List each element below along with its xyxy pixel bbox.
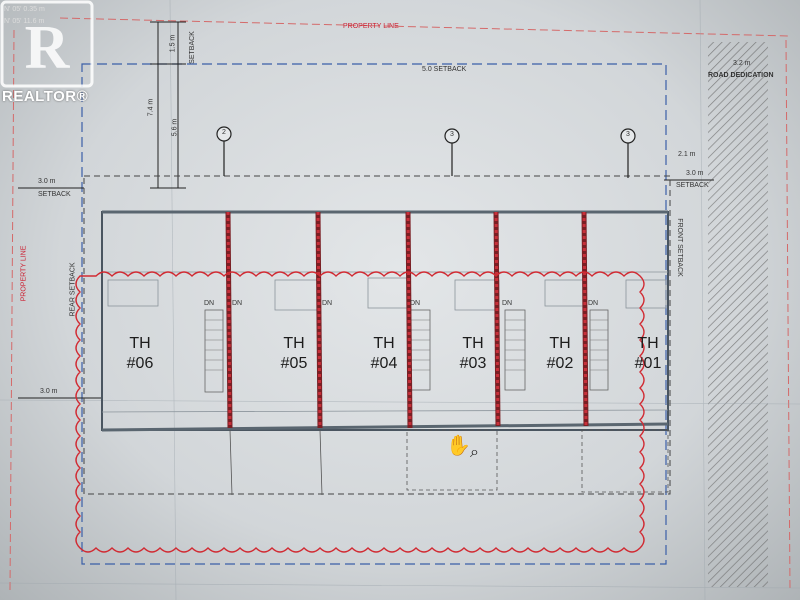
unit-number: #03 [459,355,487,372]
property-line-left-label: PROPERTY LINE [20,245,28,302]
unit-label-th03: TH #03 [443,334,503,374]
unit-prefix: TH [549,335,571,352]
unit-label-th02: TH #02 [530,334,590,374]
vertical-setback-a: 1.5 m [169,34,177,53]
interior-lines [101,271,669,413]
unit-number: #04 [370,355,398,372]
right-setback-word: SETBACK [676,182,709,189]
stair-label: DN [502,300,513,307]
unit-label-th05: TH #05 [264,334,324,374]
footprint-outline [83,175,671,495]
party-walls [225,211,589,429]
unit-number: #06 [126,355,154,372]
stair-label: DN [232,300,243,307]
unit-prefix: TH [129,335,151,352]
stair-treads [205,319,608,371]
right-setback-value: 3.0 m [686,170,704,177]
stair-label: DN [322,300,333,307]
stair-label: DN [204,300,215,307]
unit-prefix: TH [462,335,484,352]
property-line-top [59,17,791,37]
corner-note-1: N' 05' 0.35 m [4,6,45,13]
vertical-dimensions [150,21,186,189]
hand-grab-icon[interactable]: ✋ [446,435,471,457]
vertical-dim-c: 5.6 m [171,118,179,137]
stair-label: DN [410,300,421,307]
front-setback-label: FRONT SETBACK [675,218,683,277]
stair-label: DN [588,300,599,307]
unit-number: #01 [634,355,662,372]
road-dedication-label: ROAD DEDICATION [708,72,774,79]
unit-prefix: TH [373,335,395,352]
right-setback-small: 2.1 m [678,151,696,158]
unit-label-th04: TH #04 [354,334,414,374]
left-setback-value: 3.0 m [38,178,56,185]
revision-cloud [75,271,645,553]
realtor-wordmark: REALTOR® [2,88,89,105]
road-dedication-value: 3.2 m [733,60,751,67]
corner-note-2: N' 05' 11.6 m [4,18,45,25]
property-line-top-label: PROPERTY LINE [343,23,399,30]
property-line-right [785,39,791,591]
property-line-left [9,29,15,591]
building-front-wall [101,422,669,432]
setback-line [81,63,667,565]
top-setback-label: 5.0 SETBACK [422,66,467,73]
unit-number: #02 [546,355,574,372]
section-marker-label: 3 [450,131,454,138]
road-dedication-area [708,42,768,587]
unit-label-th06: TH #06 [110,334,170,374]
unit-prefix: TH [637,335,659,352]
section-marker-label: 3 [626,131,630,138]
realtor-logo: R [0,0,94,88]
rear-setback-label: REAR SETBACK [69,262,77,317]
vertical-setback-a-word: SETBACK [188,31,196,64]
section-markers [216,126,636,178]
svg-text:R: R [25,14,71,82]
unit-number: #05 [280,355,308,372]
unit-label-th01: TH #01 [618,334,678,374]
left-dim-3m: 3.0 m [40,388,58,395]
unit-prefix: TH [283,335,305,352]
front-yards [229,429,669,496]
zoom-icon[interactable]: ⌕ [470,444,479,461]
vertical-dim-b: 7.4 m [147,98,155,117]
left-setback-word: SETBACK [38,191,71,198]
section-marker-label: 2 [222,129,226,136]
